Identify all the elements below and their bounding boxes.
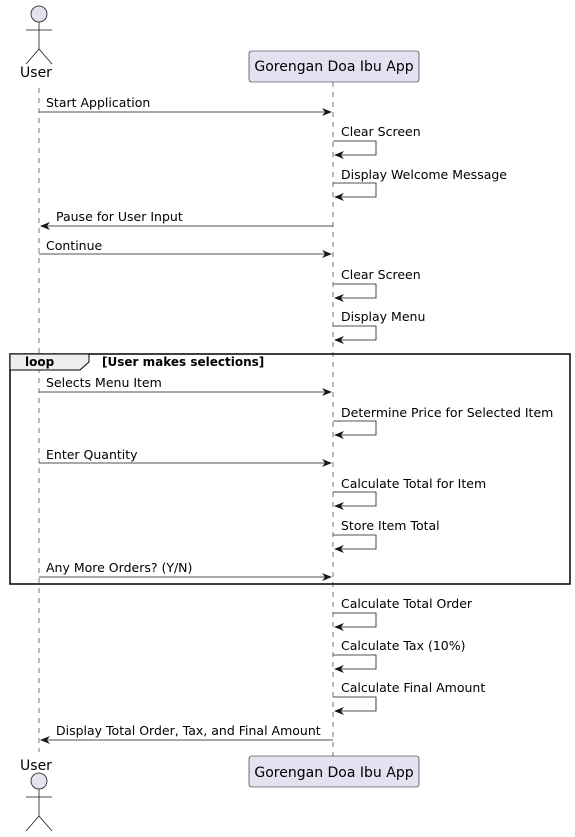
message-label: Enter Quantity bbox=[46, 447, 138, 462]
message-label: Determine Price for Selected Item bbox=[341, 405, 553, 420]
loop-condition: [User makes selections] bbox=[102, 355, 264, 369]
self-message-arrow bbox=[333, 696, 377, 715]
message-label: Calculate Total Order bbox=[341, 596, 473, 611]
message-label: Display Total Order, Tax, and Final Amou… bbox=[56, 723, 321, 738]
self-message-arrow bbox=[333, 283, 377, 302]
stick-figure-icon bbox=[25, 5, 53, 65]
self-message-arrow bbox=[333, 325, 377, 344]
message-label: Continue bbox=[46, 238, 103, 253]
loop-keyword: loop bbox=[25, 355, 55, 369]
self-message-arrow bbox=[333, 420, 377, 439]
stick-figure-icon bbox=[25, 772, 53, 832]
message-label: Calculate Final Amount bbox=[341, 680, 485, 695]
message-label: Store Item Total bbox=[341, 518, 440, 533]
user-actor-top: User bbox=[20, 5, 53, 81]
message-label: Clear Screen bbox=[341, 124, 421, 139]
app-participant-top: Gorengan Doa Ibu App bbox=[248, 50, 420, 83]
message-label: Calculate Total for Item bbox=[341, 476, 486, 491]
message-label: Display Menu bbox=[341, 309, 425, 324]
app-label-bottom: Gorengan Doa Ibu App bbox=[254, 765, 413, 781]
message-label: Selects Menu Item bbox=[46, 375, 162, 390]
app-participant-bottom: Gorengan Doa Ibu App bbox=[248, 755, 420, 788]
message-label: Any More Orders? (Y/N) bbox=[46, 560, 192, 575]
message-label: Display Welcome Message bbox=[341, 167, 507, 182]
message-label: Start Application bbox=[46, 95, 150, 110]
messages: Start Application Clear Screen Display W… bbox=[39, 95, 553, 744]
self-message-arrow bbox=[333, 654, 377, 673]
self-message-arrow bbox=[333, 612, 377, 631]
self-message-arrow bbox=[333, 534, 377, 553]
self-message-arrow bbox=[333, 491, 377, 510]
message-label: Calculate Tax (10%) bbox=[341, 638, 466, 653]
message-label: Clear Screen bbox=[341, 267, 421, 282]
self-message-arrow bbox=[333, 182, 377, 201]
message-label: Pause for User Input bbox=[56, 209, 183, 224]
user-label-bottom: User bbox=[20, 758, 52, 774]
app-label-top: Gorengan Doa Ibu App bbox=[254, 59, 413, 75]
user-actor-bottom: User bbox=[20, 758, 53, 832]
self-message-arrow bbox=[333, 140, 377, 159]
loop-fragment: loop [User makes selections] bbox=[9, 353, 571, 585]
user-label-top: User bbox=[20, 65, 52, 81]
